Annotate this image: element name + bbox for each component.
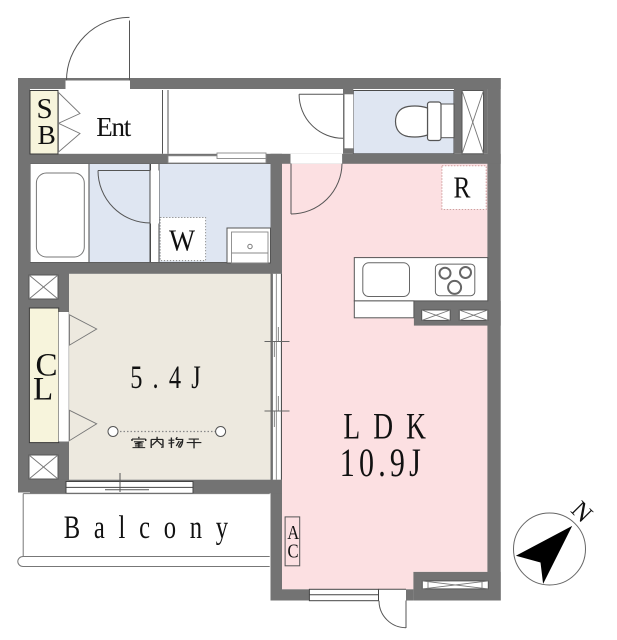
svg-text:LDK: LDK bbox=[343, 406, 426, 447]
svg-text:B: B bbox=[38, 119, 56, 150]
svg-text:C: C bbox=[288, 540, 299, 562]
svg-text:S: S bbox=[37, 93, 53, 125]
svg-text:R: R bbox=[454, 171, 471, 205]
svg-text:W: W bbox=[169, 224, 195, 258]
svg-text:A: A bbox=[287, 522, 300, 544]
svg-text:L: L bbox=[33, 372, 53, 408]
svg-text:Balcony: Balcony bbox=[64, 510, 229, 546]
svg-text:C: C bbox=[36, 348, 58, 384]
svg-text:Ent: Ent bbox=[96, 112, 131, 142]
svg-text:10.9J: 10.9J bbox=[340, 440, 421, 485]
